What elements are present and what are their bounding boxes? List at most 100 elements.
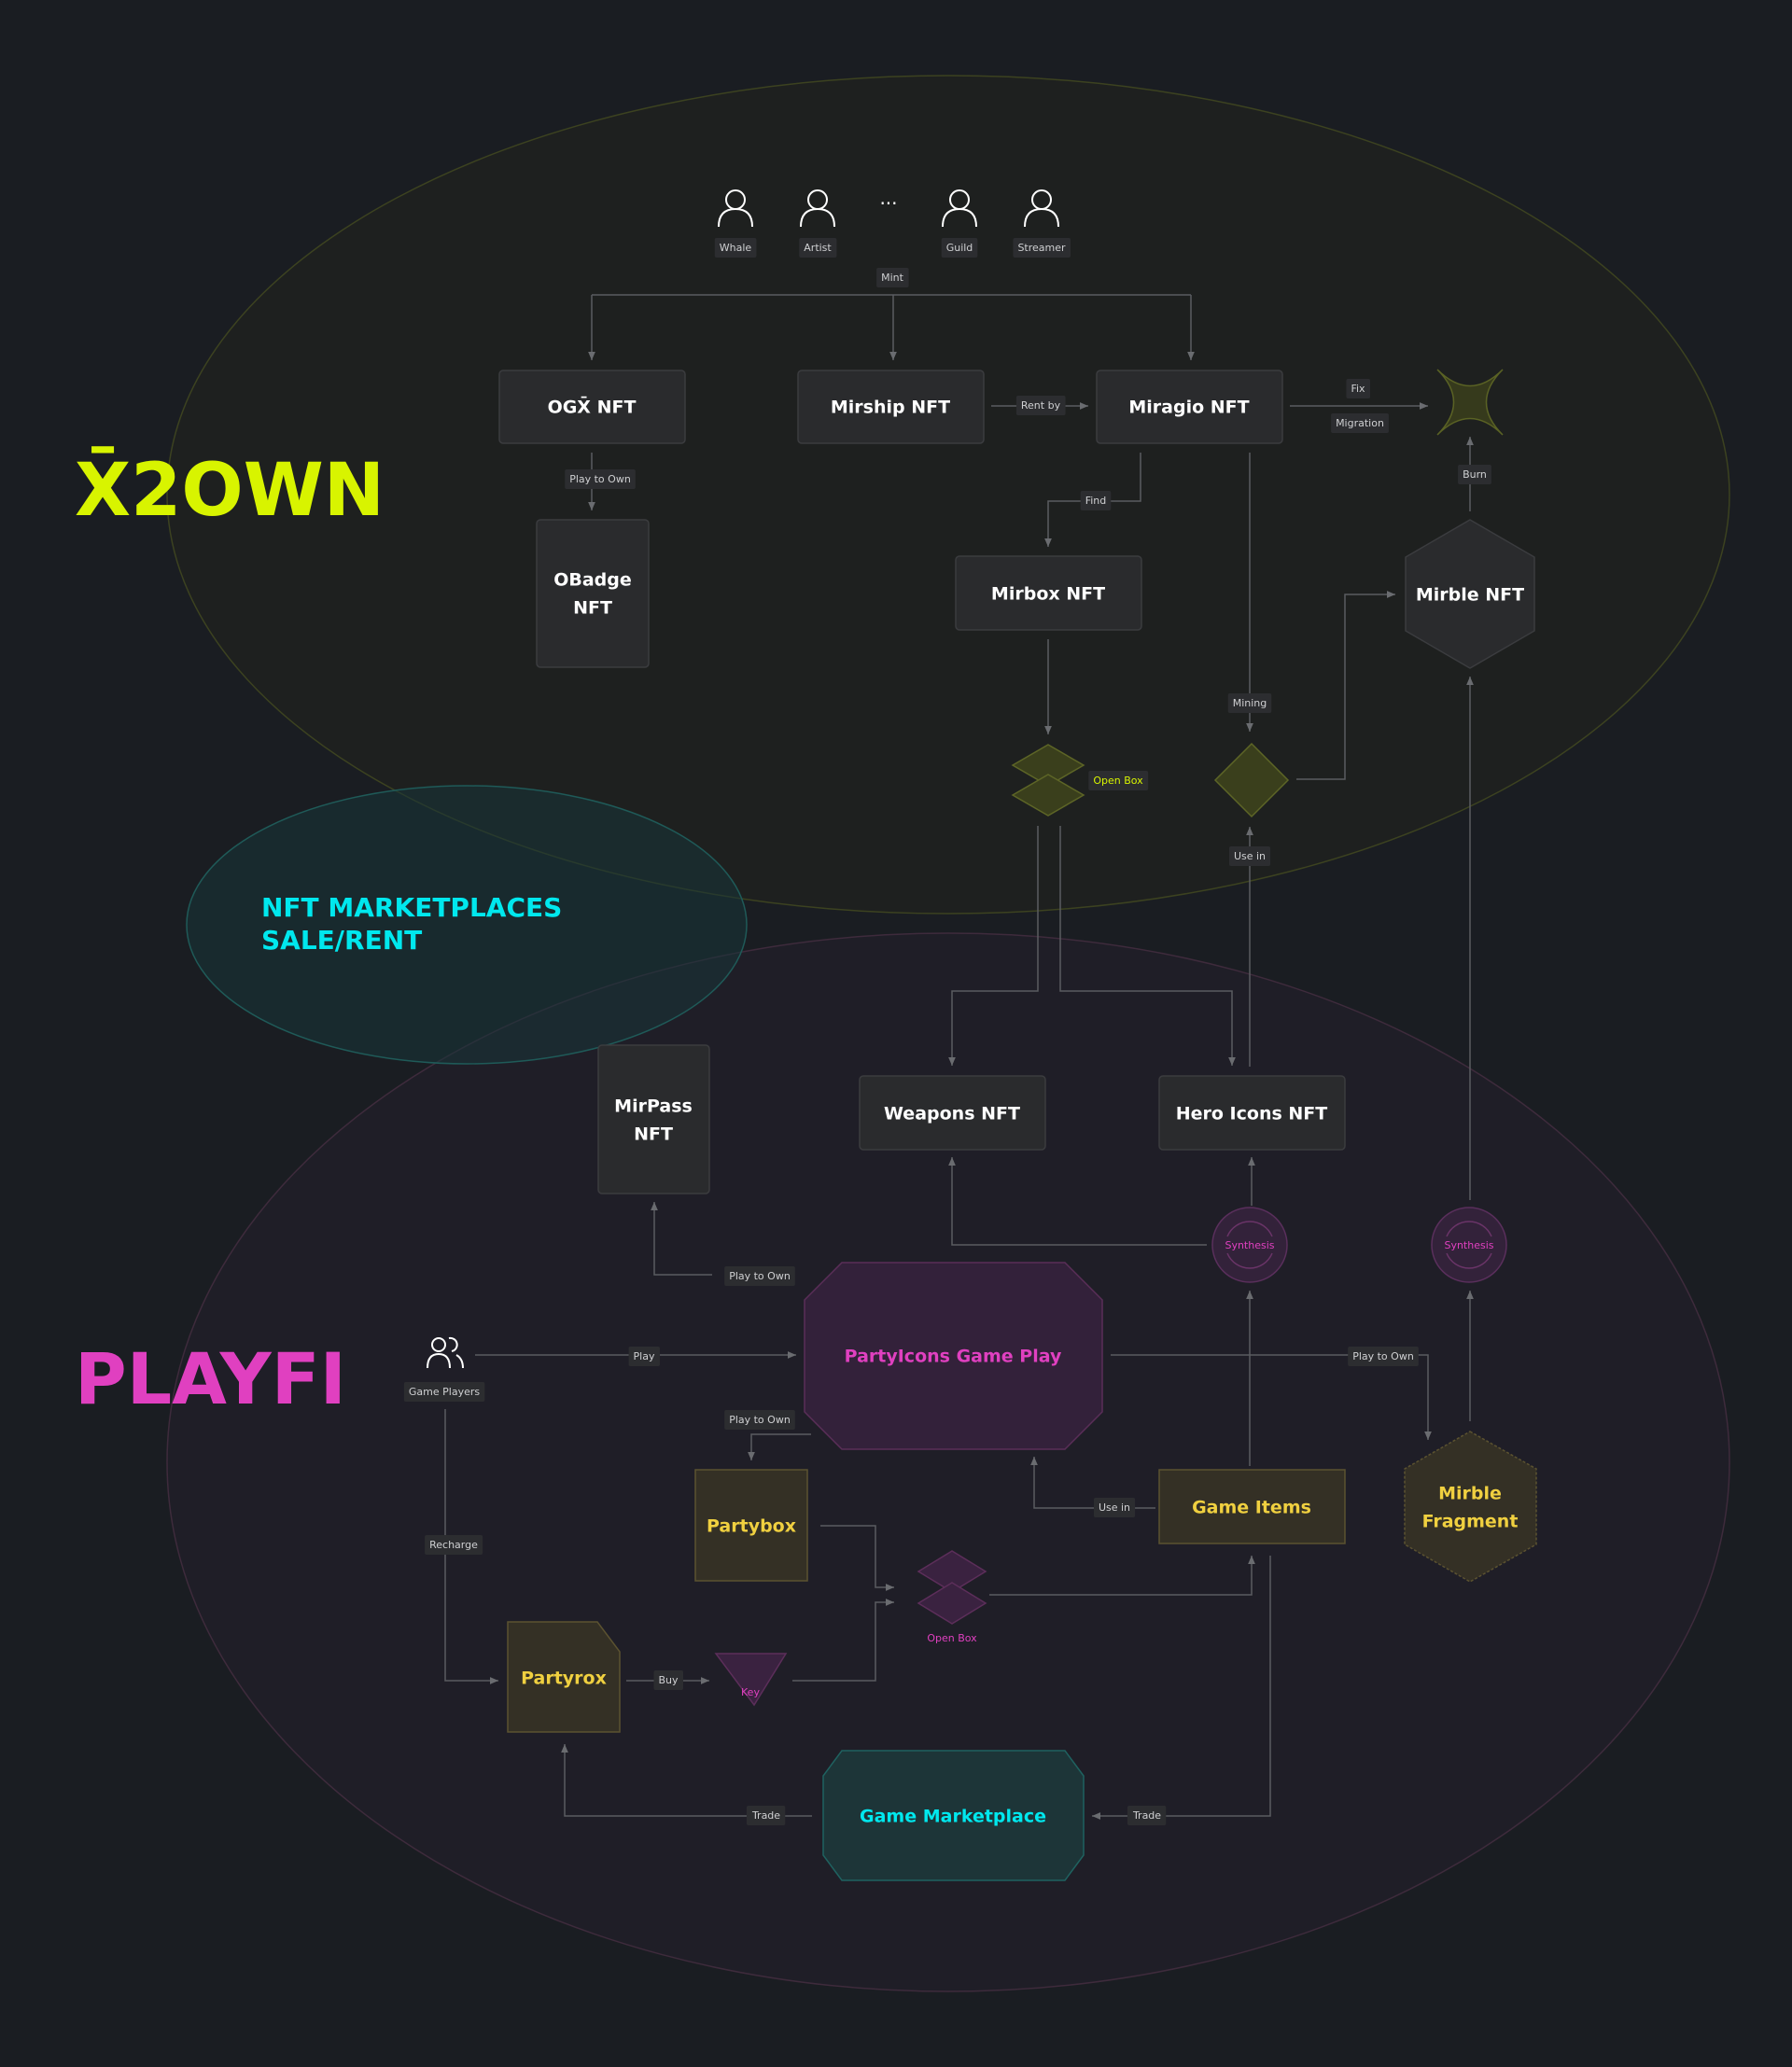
user-icon bbox=[800, 189, 835, 228]
x2own-region bbox=[166, 75, 1730, 915]
migration-label: Migration bbox=[1336, 417, 1384, 429]
playfi-logo: PLAYFI bbox=[75, 1337, 346, 1420]
ogx-nft-node[interactable]: OGX̄ NFT bbox=[498, 370, 686, 444]
partyrox-node[interactable]: Partyrox bbox=[507, 1621, 621, 1733]
miragio-nft-node[interactable]: Miragio NFT bbox=[1096, 370, 1283, 444]
trade-label: Trade bbox=[1132, 1809, 1161, 1822]
weapons-nft-node[interactable]: Weapons NFT bbox=[859, 1075, 1046, 1151]
label-background bbox=[1080, 491, 1112, 510]
edge-labels: Mint Rent by Fix Migration Burn Play to … bbox=[425, 268, 1491, 1825]
label-background bbox=[1088, 771, 1149, 790]
label-background bbox=[876, 268, 909, 287]
key-icon bbox=[714, 1653, 788, 1707]
mirble-nft-node[interactable]: Mirble NFT bbox=[1405, 519, 1535, 669]
node-label: Mirbox NFT bbox=[991, 584, 1105, 605]
x2own-logo: X̄2OWN bbox=[75, 446, 385, 533]
node-label: Fragment bbox=[1422, 1512, 1519, 1532]
label-background bbox=[1346, 379, 1371, 398]
label-background bbox=[1458, 465, 1491, 484]
find-label: Find bbox=[1085, 495, 1107, 507]
open-box-label: Open Box bbox=[927, 1632, 977, 1644]
user-label: Artist bbox=[804, 242, 832, 254]
users-icon bbox=[427, 1336, 464, 1369]
burn-label: Burn bbox=[1463, 468, 1487, 481]
synthesis-icon bbox=[1431, 1207, 1507, 1283]
label-background bbox=[1331, 413, 1389, 433]
label-background bbox=[1348, 1347, 1419, 1366]
user-guild[interactable]: Guild bbox=[941, 189, 978, 258]
obadge-nft-node[interactable]: OBadge NFT bbox=[536, 519, 650, 668]
synthesis-mirble[interactable]: Synthesis bbox=[1431, 1207, 1507, 1283]
mirble-fragment-node[interactable]: Mirble Fragment bbox=[1404, 1431, 1537, 1583]
synthesis-label: Synthesis bbox=[1444, 1239, 1493, 1251]
synthesis-icon bbox=[1211, 1207, 1288, 1283]
user-label: Guild bbox=[946, 242, 973, 254]
partybox-node[interactable]: Partybox bbox=[694, 1469, 808, 1582]
label-background bbox=[653, 1670, 684, 1690]
label-background bbox=[425, 1535, 483, 1555]
trade-label: Trade bbox=[751, 1809, 780, 1822]
label-background bbox=[799, 238, 837, 258]
game-marketplace-node[interactable]: Game Marketplace bbox=[822, 1750, 1085, 1881]
mining-diamond-icon bbox=[1213, 742, 1290, 818]
node-label: Weapons NFT bbox=[884, 1104, 1020, 1124]
marketplaces-region bbox=[186, 785, 748, 1065]
label-background bbox=[1013, 238, 1071, 258]
recharge-label: Recharge bbox=[429, 1539, 478, 1551]
mint-label: Mint bbox=[881, 272, 904, 284]
use-in-label: Use in bbox=[1099, 1501, 1130, 1514]
synthesis-hero[interactable]: Synthesis bbox=[1211, 1207, 1288, 1283]
node-label: PartyIcons Game Play bbox=[845, 1347, 1062, 1367]
node-label: Mirble NFT bbox=[1416, 585, 1524, 606]
label-background bbox=[724, 1266, 795, 1286]
node-label: OBadge bbox=[553, 570, 632, 591]
node-label: Key bbox=[741, 1686, 760, 1698]
node-label: Game Items bbox=[1192, 1498, 1311, 1518]
play-label: Play bbox=[634, 1350, 655, 1362]
label-background bbox=[403, 1382, 485, 1402]
connectors bbox=[444, 294, 1474, 1820]
partyicons-game-play-node[interactable]: PartyIcons Game Play bbox=[804, 1262, 1103, 1450]
user-icon bbox=[1024, 189, 1059, 228]
label-background bbox=[1093, 1498, 1136, 1517]
node-label: Partyrox bbox=[521, 1669, 607, 1689]
buy-label: Buy bbox=[658, 1674, 679, 1686]
label-background bbox=[1227, 693, 1272, 713]
label-background bbox=[628, 1347, 660, 1366]
play-to-own-label: Play to Own bbox=[729, 1414, 791, 1426]
label-background bbox=[714, 238, 757, 258]
node-label: Game Marketplace bbox=[860, 1807, 1046, 1827]
user-label: Whale bbox=[720, 242, 752, 254]
synthesis-label: Synthesis bbox=[1225, 1239, 1274, 1251]
fix-label: Fix bbox=[1351, 383, 1365, 395]
user-artist[interactable]: Artist bbox=[799, 189, 837, 258]
label-background bbox=[941, 238, 978, 258]
burn-star-icon bbox=[1436, 369, 1504, 436]
user-icon bbox=[718, 189, 753, 228]
label-background bbox=[565, 469, 636, 489]
play-to-own-label: Play to Own bbox=[569, 473, 631, 485]
ellipsis-icon: ··· bbox=[879, 192, 897, 215]
hero-icons-nft-node[interactable]: Hero Icons NFT bbox=[1158, 1075, 1346, 1151]
marketplaces-title-line2: SALE/RENT bbox=[261, 925, 422, 956]
use-in-label: Use in bbox=[1234, 850, 1266, 862]
label-background bbox=[746, 1806, 786, 1825]
mirbox-nft-node[interactable]: Mirbox NFT bbox=[955, 555, 1142, 631]
mining-label: Mining bbox=[1233, 697, 1267, 709]
open-box-icon bbox=[1011, 744, 1085, 817]
user-label: Streamer bbox=[1017, 242, 1066, 254]
label-background bbox=[1015, 396, 1066, 415]
game-players-node[interactable]: Game Players bbox=[403, 1336, 485, 1402]
label-background bbox=[1127, 1806, 1167, 1825]
key-node[interactable]: Key bbox=[714, 1653, 788, 1707]
user-streamer[interactable]: Streamer bbox=[1013, 189, 1071, 258]
mirship-nft-node[interactable]: Mirship NFT bbox=[797, 370, 985, 444]
mirpass-nft-node[interactable]: MirPass NFT bbox=[597, 1044, 710, 1194]
node-label: Mirship NFT bbox=[831, 398, 950, 418]
node-label: Game Players bbox=[409, 1386, 480, 1398]
game-items-node[interactable]: Game Items bbox=[1158, 1469, 1346, 1544]
open-box-playfi-icon bbox=[917, 1550, 987, 1625]
user-whale[interactable]: Whale bbox=[714, 189, 757, 258]
rent-by-label: Rent by bbox=[1021, 399, 1061, 412]
